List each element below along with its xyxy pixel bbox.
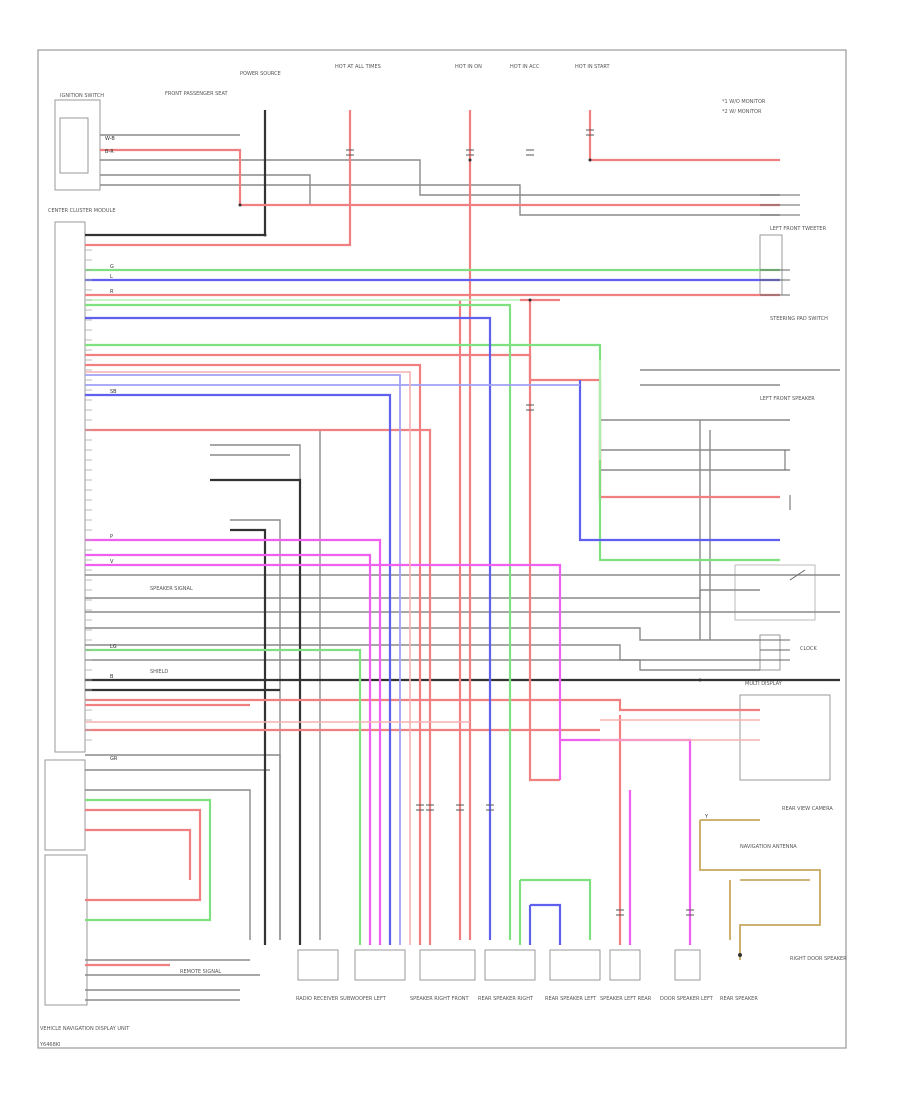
speaker-right-front-box xyxy=(419,949,476,981)
navigation-display-unit-box xyxy=(44,854,88,1006)
multi-display-box xyxy=(739,694,831,781)
rear-door-speaker-box xyxy=(674,949,701,981)
wire-tag: P xyxy=(110,534,113,540)
light-green-wires xyxy=(85,299,601,460)
rear-speaker-left-box xyxy=(549,949,601,981)
legend-item-2: *2 W/ MONITOR xyxy=(722,109,762,115)
bottom-label-speaker-rf: SPEAKER RIGHT FRONT xyxy=(410,996,470,1002)
bottom-label-rear-right: REAR SPEAKER RIGHT xyxy=(478,996,534,1002)
rear-speaker-right-box xyxy=(484,949,536,981)
bottom-label-speaker-lr: SPEAKER LEFT REAR xyxy=(600,996,652,1002)
radio-receiver-box xyxy=(297,949,339,981)
wire-tag: SB xyxy=(110,389,117,395)
hot-in-start-label: HOT IN START xyxy=(575,64,611,70)
wire-tag: W-B xyxy=(105,136,115,142)
wire-tag: R xyxy=(110,289,114,295)
right-label-door-speaker: RIGHT DOOR SPEAKER xyxy=(790,956,847,962)
bottom-label-door-left: DOOR SPEAKER LEFT xyxy=(660,996,714,1002)
right-label-camera: REAR VIEW CAMERA xyxy=(782,806,833,812)
mid-note-remote-signal: REMOTE SIGNAL xyxy=(180,969,221,975)
bottom-label-rear-left: REAR SPEAKER LEFT xyxy=(545,996,597,1002)
wire-tag: GR xyxy=(110,756,118,762)
blue-wires xyxy=(85,278,780,945)
connector-markers xyxy=(346,129,694,916)
right-label-multi-display: MULTI DISPLAY xyxy=(745,681,783,687)
red-wires xyxy=(85,110,780,967)
legend-item-1: *1 W/O MONITOR xyxy=(722,99,766,105)
wire-tag: G xyxy=(110,264,114,270)
ignition-switch-box xyxy=(54,99,101,191)
subwoofer-box xyxy=(354,949,406,981)
navigation-unit-label: VEHICLE NAVIGATION DISPLAY UNIT xyxy=(40,1026,130,1032)
right-label-tweeter: LEFT FRONT TWEETER xyxy=(770,226,827,232)
wire-tag: B xyxy=(110,674,114,680)
hot-at-all-times-label: HOT AT ALL TIMES xyxy=(335,64,381,70)
wire-tag: LG xyxy=(110,644,117,650)
yellow-wires xyxy=(699,819,821,960)
bottom-label-subwoofer: SUBWOOFER LEFT xyxy=(340,996,387,1002)
switch-body xyxy=(59,117,89,174)
center-cluster-module-box xyxy=(54,221,86,753)
right-label-clock: CLOCK xyxy=(800,646,818,652)
power-source-label: POWER SOURCE xyxy=(240,71,281,77)
mid-note-speaker-signal: SPEAKER SIGNAL xyxy=(150,586,193,592)
wire-tag: Y xyxy=(704,814,709,820)
center-cluster-module-label: CENTER CLUSTER MODULE xyxy=(48,208,116,214)
bottom-label-radio: RADIO RECEIVER xyxy=(296,996,339,1002)
splice-dots xyxy=(238,158,742,957)
pink-wires xyxy=(85,371,760,945)
wire-tag: L xyxy=(110,274,113,280)
wire-tag: V xyxy=(110,559,114,565)
mid-note-shield: SHIELD xyxy=(150,669,168,675)
wire-tag: B-R xyxy=(105,149,114,155)
right-label-left-front-speaker: LEFT FRONT SPEAKER xyxy=(760,396,815,402)
light-blue-wires xyxy=(85,374,580,945)
front-passenger-label: FRONT PASSENGER SEAT xyxy=(165,91,228,97)
steering-switch-box xyxy=(734,564,816,621)
right-label-nav-antenna: NAVIGATION ANTENNA xyxy=(740,844,797,850)
footer-code: Y6468KI xyxy=(39,1042,61,1048)
right-label-steering: STEERING PAD SWITCH xyxy=(770,316,828,322)
left-pin-labels xyxy=(85,249,92,741)
lower-connector-box xyxy=(44,759,86,851)
clock-connector xyxy=(759,634,781,671)
door-speaker-box xyxy=(609,949,641,981)
right-terminals xyxy=(760,194,806,661)
magenta-wires xyxy=(85,538,692,945)
diagram-frame xyxy=(37,49,847,1049)
ignition-switch-label: IGNITION SWITCH xyxy=(60,93,104,99)
bottom-label-rear: REAR SPEAKER xyxy=(720,996,758,1002)
hot-in-on-label: HOT IN ON xyxy=(455,64,482,70)
hot-in-acc-label: HOT IN ACC xyxy=(510,64,540,70)
right-connector-top xyxy=(759,234,783,296)
